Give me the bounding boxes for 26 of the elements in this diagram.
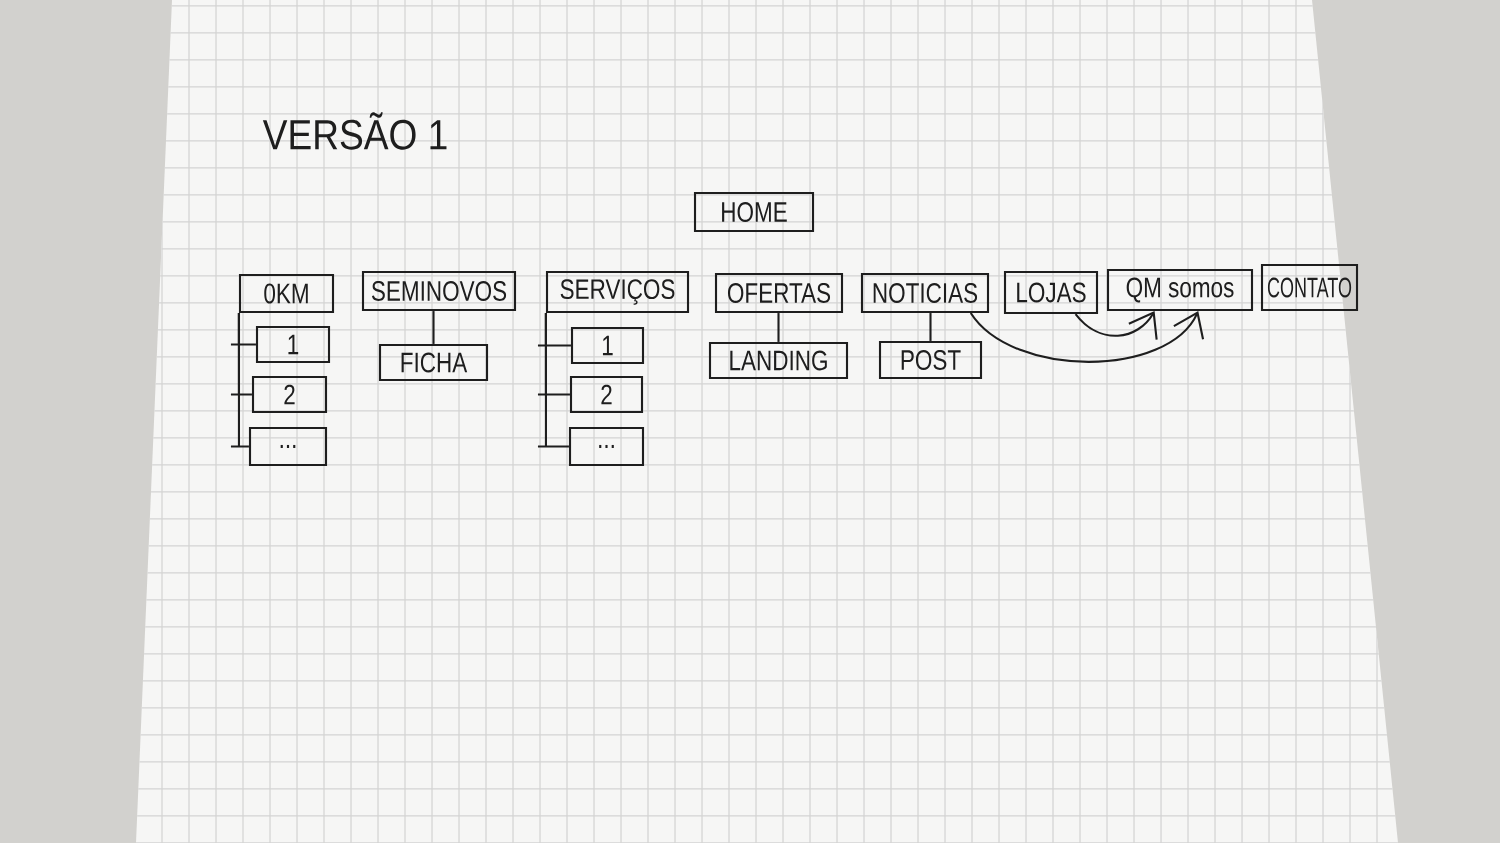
page-box: SERVIÇOS [545, 270, 690, 314]
arrow [969, 311, 1205, 363]
connector-line [432, 311, 435, 344]
connector-line [229, 312, 250, 448]
page-box: 0KM [238, 273, 335, 314]
page-box: POST [878, 340, 983, 380]
page-box: LOJAS [1003, 270, 1099, 315]
page-box: 1 [570, 326, 645, 365]
page-box: OFERTAS [714, 272, 844, 314]
page-box: HOME [693, 191, 815, 233]
page-box: QM somos [1106, 268, 1254, 312]
page-box: 2 [569, 375, 644, 414]
connector-line [929, 313, 932, 341]
connector-line [777, 313, 780, 342]
page-box: NOTICIAS [860, 272, 990, 314]
page-box: 2 [251, 375, 328, 414]
page-box: ... [248, 426, 328, 467]
page-box: CONTATO [1260, 263, 1359, 312]
page-box: LANDING [708, 341, 849, 380]
arrow [1074, 311, 1158, 340]
page-box: FICHA [378, 343, 489, 382]
title: VERSÃO 1 [262, 112, 447, 150]
page-box: ... [568, 426, 645, 467]
page-box: 1 [255, 325, 331, 364]
connector-line [536, 312, 570, 448]
page-box: SEMINOVOS [361, 270, 517, 312]
